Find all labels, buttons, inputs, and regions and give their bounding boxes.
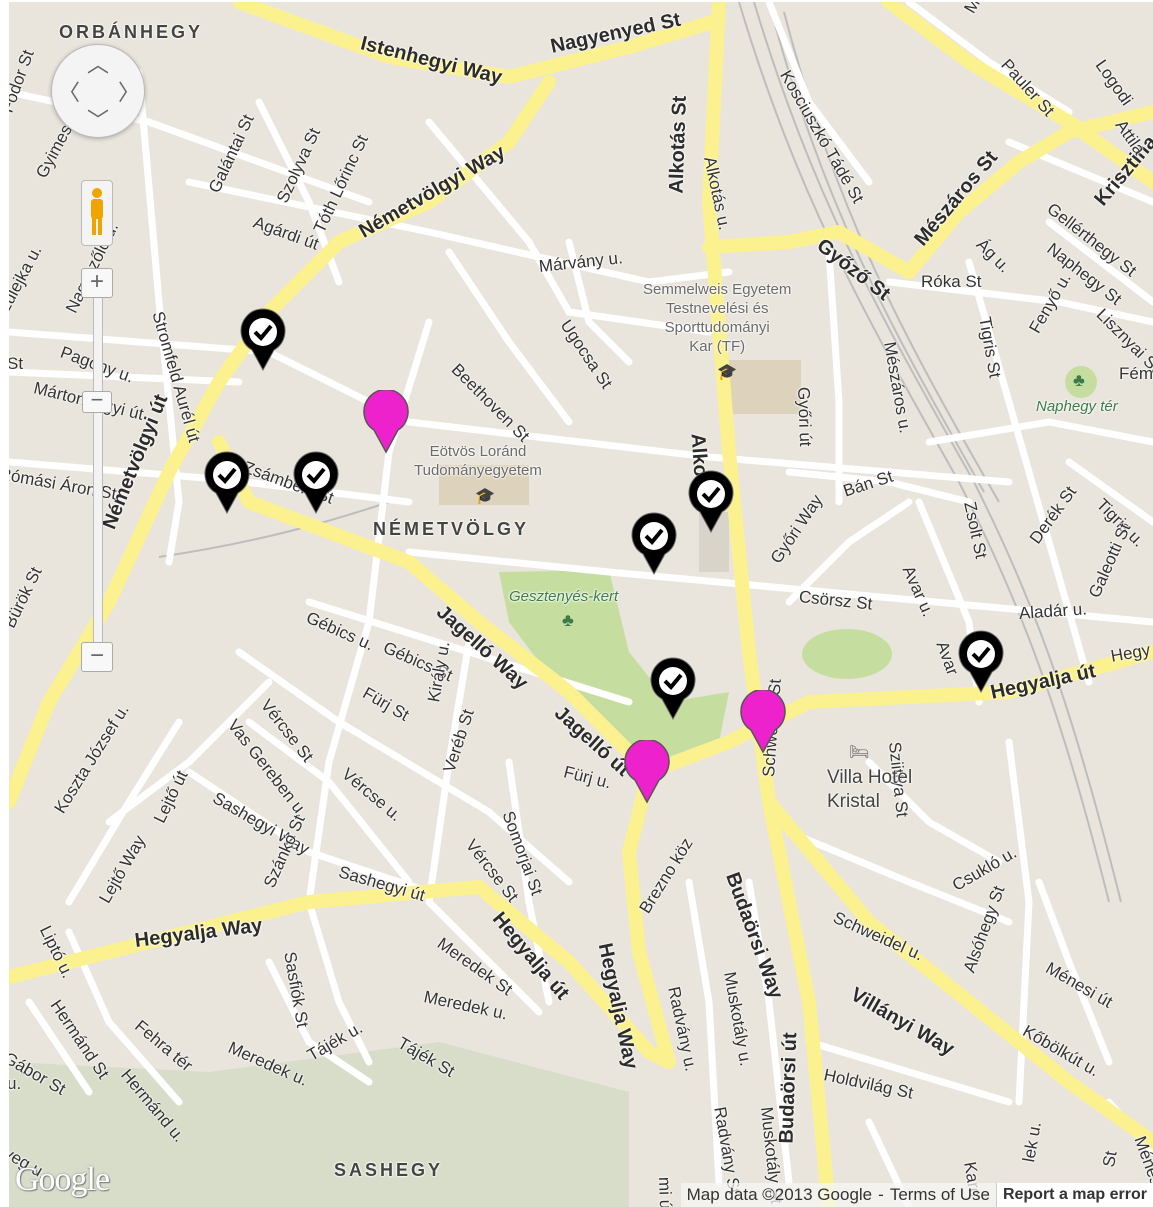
hotel-label: Villa Hotel Kristal bbox=[827, 767, 913, 812]
chevron-up-icon[interactable]: ︿ bbox=[87, 52, 110, 77]
checkmark-icon bbox=[701, 486, 721, 503]
road-label: Budaörsi út bbox=[775, 1032, 802, 1144]
street-label: Róka St bbox=[921, 272, 982, 291]
map-pin-icon bbox=[624, 738, 670, 804]
naphegy-park bbox=[1065, 366, 1097, 398]
chevron-down-icon[interactable]: ﹀ bbox=[87, 108, 110, 133]
street-label: St bbox=[1099, 1149, 1121, 1169]
tree-icon: ♣ bbox=[1073, 370, 1085, 390]
footer-separator: - bbox=[878, 1185, 884, 1204]
major-roads bbox=[9, 2, 1153, 1207]
checkmark-icon bbox=[971, 646, 991, 663]
zoom-slider-track[interactable] bbox=[93, 292, 103, 656]
campus-block bbox=[439, 465, 529, 505]
map-pin-icon bbox=[740, 688, 786, 754]
park-blob bbox=[802, 629, 892, 679]
poi-label: Semmelweis Egyetem Testnevelési és Sport… bbox=[643, 281, 792, 355]
street-label: Győri út bbox=[794, 386, 816, 447]
checkmark-marker[interactable] bbox=[201, 451, 253, 515]
poi-label: Eötvös Loránd Tudományegyetem bbox=[414, 443, 542, 479]
area-label: SASHEGY bbox=[334, 1160, 444, 1180]
campus-block bbox=[729, 360, 801, 414]
tree-icon: ♣ bbox=[562, 610, 574, 630]
checkmark-icon bbox=[217, 467, 237, 484]
checkmark-icon bbox=[253, 324, 273, 341]
hotel-icon: 🛏 bbox=[849, 744, 870, 761]
road-label: Alkotás St bbox=[665, 95, 691, 194]
checkmark-marker[interactable] bbox=[628, 512, 680, 576]
map-pin-icon bbox=[363, 388, 409, 454]
checkmark-icon bbox=[306, 467, 326, 484]
park-label: Gesztenyés-kert bbox=[509, 588, 619, 605]
terms-link[interactable]: Terms of Use bbox=[889, 1185, 990, 1204]
map-base bbox=[9, 2, 1153, 1207]
report-map-error-link[interactable]: Report a map error bbox=[995, 1183, 1153, 1207]
checkmark-marker[interactable] bbox=[955, 630, 1007, 694]
street-label: mi út bbox=[655, 1176, 676, 1207]
pan-control[interactable]: ︿ ﹀ 〈 〉 bbox=[51, 44, 145, 138]
university-icon: 🎓 bbox=[717, 364, 737, 381]
area-label: NÉMETVÖLGY bbox=[373, 519, 530, 539]
map-footer: Map data ©2013 Google - Terms of Use Rep… bbox=[680, 1183, 1153, 1207]
checkmark-marker[interactable] bbox=[290, 451, 342, 515]
street-label: St bbox=[9, 354, 24, 373]
area-label: ORBÁNHEGY bbox=[59, 22, 204, 42]
pin-marker[interactable] bbox=[360, 388, 412, 454]
checkmark-icon bbox=[644, 528, 664, 545]
pin-marker[interactable] bbox=[621, 738, 673, 804]
chevron-left-icon[interactable]: 〈 bbox=[58, 80, 81, 105]
university-icon: 🎓 bbox=[475, 488, 495, 505]
street-view-control[interactable] bbox=[81, 180, 113, 246]
pegman-icon bbox=[91, 188, 103, 235]
attribution-text: Map data ©2013 Google bbox=[686, 1185, 873, 1204]
checkmark-icon bbox=[663, 673, 683, 690]
checkmark-marker[interactable] bbox=[647, 657, 699, 721]
zoom-in-button[interactable]: + bbox=[81, 268, 113, 298]
map-canvas[interactable]: ORBÁNHEGY NÉMETVÖLGY SASHEGY Istenhegyi … bbox=[9, 2, 1153, 1207]
checkmark-marker[interactable] bbox=[237, 308, 289, 372]
zoom-out-button[interactable]: − bbox=[81, 642, 113, 672]
chevron-right-icon[interactable]: 〉 bbox=[118, 80, 141, 105]
street-label: u. bbox=[9, 1074, 22, 1093]
zoom-slider-thumb[interactable]: − bbox=[82, 389, 112, 413]
park-label: Naphegy tér bbox=[1036, 398, 1118, 415]
street-label: Fém bbox=[1119, 364, 1153, 383]
google-logo[interactable]: Google bbox=[15, 1161, 110, 1198]
checkmark-marker[interactable] bbox=[685, 470, 737, 534]
pin-marker[interactable] bbox=[737, 688, 789, 754]
minor-roads bbox=[9, 2, 1153, 1207]
